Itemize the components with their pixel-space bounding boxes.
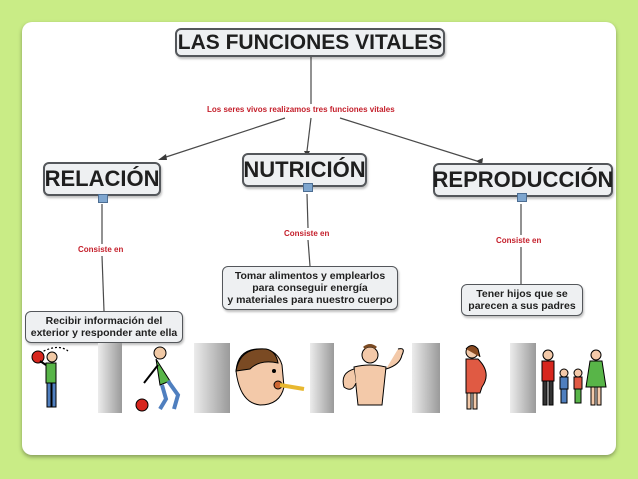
pregnant-woman-icon	[465, 345, 487, 410]
divider-block	[98, 343, 122, 413]
divider-block	[412, 343, 440, 413]
link-label-nutricion: Consiste en	[282, 229, 332, 238]
person-picking-up-ball-icon	[135, 346, 181, 412]
description-nutricion: Tomar alimentos y emplearlos para conseg…	[222, 266, 398, 310]
node-reproduccion: REPRODUCCIÓN	[433, 163, 613, 197]
child-eating-icon	[235, 348, 305, 406]
main-title: LAS FUNCIONES VITALES	[175, 28, 445, 57]
note-icon	[517, 193, 527, 202]
description-reproduccion: Tener hijos que se parecen a sus padres	[461, 284, 583, 316]
node-relacion: RELACIÓN	[43, 162, 161, 196]
family-icon	[541, 349, 607, 406]
link-label-reproduccion: Consiste en	[494, 236, 544, 245]
person-catching-ball-icon	[31, 346, 69, 408]
divider-block	[310, 343, 334, 413]
note-icon	[98, 194, 108, 203]
note-icon	[303, 183, 313, 192]
node-nutricion: NUTRICIÓN	[242, 153, 367, 187]
description-relacion: Recibir información del exterior y respo…	[25, 311, 183, 343]
strong-man-icon	[342, 344, 404, 406]
divider-block	[510, 343, 536, 413]
pictogram-strip	[22, 343, 616, 415]
divider-block	[194, 343, 230, 413]
main-link-label: Los seres vivos realizamos tres funcione…	[205, 105, 397, 114]
link-label-relacion: Consiste en	[76, 245, 126, 254]
